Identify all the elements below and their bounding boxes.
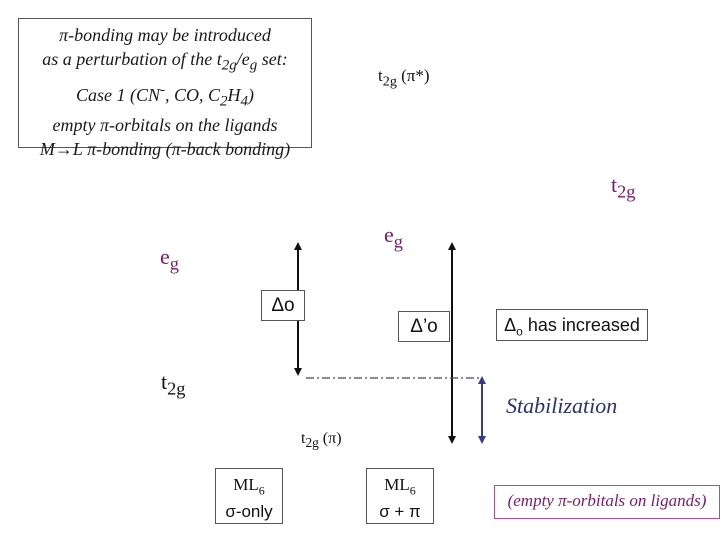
intro-text-box: π-bonding may be introduced as a perturb… [18,18,312,159]
level-eg-left-sub: g [169,253,179,274]
level-t2g-pi-main: t [301,430,306,447]
intro-line-2-end: set: [257,49,288,69]
level-t2g-pistar-main: t [378,66,383,85]
ml6-sigma-title-text: ML [233,475,259,494]
level-eg-right-main: e [384,222,394,247]
ml6-sigma-pi-box: ML6 σ + π [366,468,434,524]
intro-line-3-subscript: 2 [220,93,228,110]
ml6-pi-title-sub: 6 [409,483,416,498]
level-t2g-left-sub: 2g [167,378,186,399]
intro-line-2: as a perturbation of the t2g/eg set: [19,47,311,78]
ml6-pi-desc: σ + π [379,502,421,522]
level-t2g-upper-sub: 2g [617,181,636,202]
intro-line-3-mid-2: H [227,84,241,105]
level-t2g-left-main: t [161,369,168,394]
level-t2g-pi-sub: 2g [305,435,319,451]
level-t2g-pi: t2g (π) [301,430,342,451]
ml6-sigma-title-sub: 6 [258,483,265,498]
ml6-sigma-title: ML6 [216,474,282,501]
level-t2g-pistar-sub: 2g [382,73,397,90]
stabilization-label: Stabilization [506,393,618,418]
intro-line-2-text: as a perturbation of the t [42,49,222,69]
level-eg-left: eg [160,244,179,274]
intro-line-3-end: ) [248,84,255,105]
delta-increased-symbol: Δ [504,315,517,335]
delta-increased-box: Δo has increased [496,309,648,341]
intro-line-2-subscript-2: g [249,57,258,74]
intro-line-5: M→L π-bonding (π-back bonding) [39,139,291,160]
level-t2g-pi-suffix: (π) [318,430,342,447]
delta-increased-sub: o [516,324,523,339]
intro-line-1: π-bonding may be introduced [59,25,271,45]
delta-increased-text: has increased [522,315,640,335]
delta-o-label: Δo [261,290,305,321]
intro-line-2-subscript: 2g [221,57,237,74]
empty-pi-orbitals-box: (empty π-orbitals on ligands) [494,485,720,519]
intro-line-3: Case 1 (CN-, CO, C2H4) [19,78,311,114]
ml6-pi-title: ML6 [367,474,433,501]
delta-prime-o-label: Δ’o [398,311,450,342]
intro-line-3-superscript: - [160,81,165,98]
intro-line-2-mid: /e [236,49,250,69]
ml6-sigma-only-box: ML6 σ-only [215,468,283,524]
ml6-pi-title-text: ML [384,475,410,494]
level-eg-right-sub: g [393,231,403,252]
level-t2g-pistar: t2g (π*) [378,66,430,90]
intro-line-3-subscript-2: 4 [240,93,249,110]
level-t2g-upper-main: t [611,172,618,197]
intro-line-3-mid: , CO, C [165,84,221,105]
level-t2g-upper: t2g [611,172,635,202]
intro-line-3-text: Case 1 (CN [75,84,160,105]
ml6-sigma-desc: σ-only [225,502,273,522]
level-eg-right: eg [384,222,403,252]
level-eg-left-main: e [160,244,170,269]
level-t2g-pistar-suffix: (π*) [396,66,430,85]
intro-line-4: empty π-orbitals on the ligands [52,115,278,136]
level-t2g-left: t2g [161,369,185,399]
